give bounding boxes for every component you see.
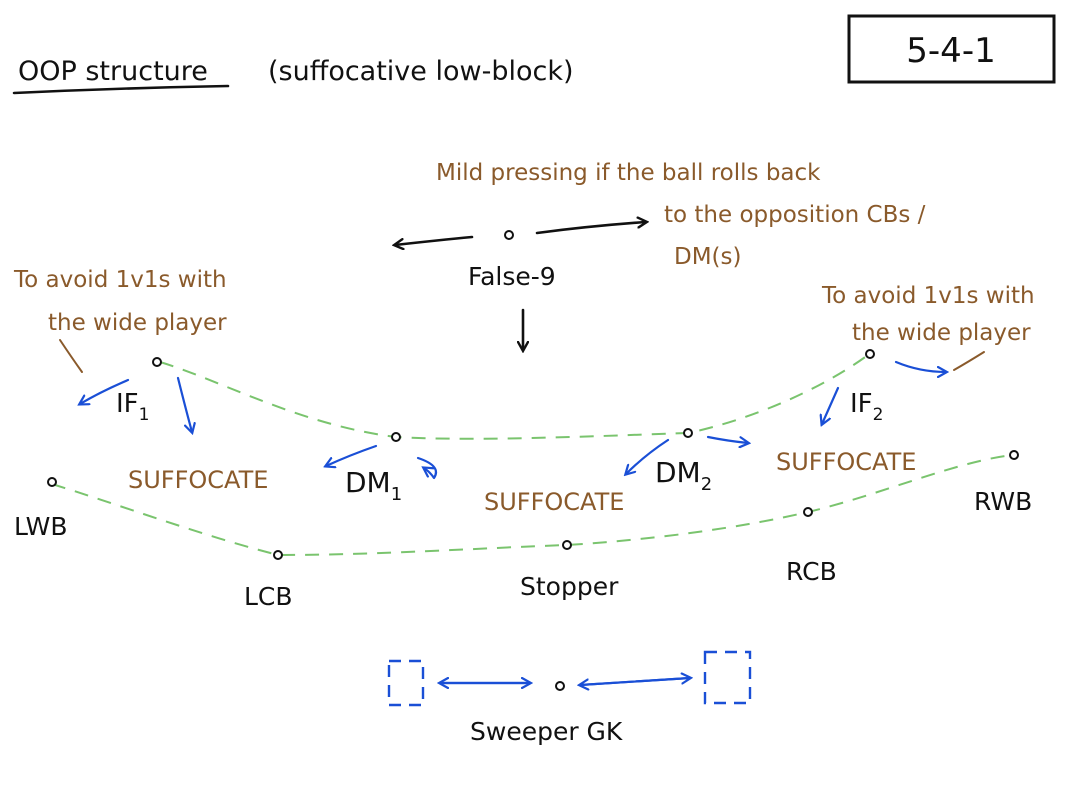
lwb-label: LWB <box>14 512 68 541</box>
if1-wide-arrow <box>80 378 130 404</box>
rcb-marker <box>803 507 813 517</box>
left-avoid-note-line2: the wide player <box>48 310 227 336</box>
if1-subscript: 1 <box>139 405 150 425</box>
dm1-label: DM1 <box>345 466 402 505</box>
defensive-link-line <box>51 454 1015 557</box>
pressing-note-line1: Mild pressing if the ball rolls back <box>436 160 821 186</box>
formation-label: 5-4-1 <box>906 31 995 71</box>
gk-right-arrow-return <box>578 678 690 687</box>
stopper-label: Stopper <box>520 572 619 601</box>
lwb-marker <box>47 477 57 487</box>
left-note-pointer <box>59 339 83 373</box>
if1-marker <box>152 357 162 367</box>
formation-box <box>847 14 1056 84</box>
right-avoid-note-line1: To avoid 1v1s with <box>821 283 1035 309</box>
stopper-marker <box>562 540 572 550</box>
dm1-right-arrow <box>416 456 438 480</box>
dm1-subscript: 1 <box>391 484 402 505</box>
gk-marker <box>555 681 565 691</box>
diagram-subtitle: (suffocative low-block) <box>268 56 574 87</box>
rwb-label: RWB <box>974 487 1032 516</box>
right-note-pointer <box>953 351 985 371</box>
suffocate-left: SUFFOCATE <box>128 466 268 494</box>
right-post-zone <box>703 650 752 705</box>
dm2-marker <box>683 428 693 438</box>
midfield-link-line <box>159 354 869 440</box>
dm1-left-arrow <box>326 444 378 466</box>
if2-drop-arrow <box>822 386 840 424</box>
diagram-title: OOP structure <box>18 56 208 87</box>
dm2-subscript: 2 <box>701 474 712 495</box>
rcb-label: RCB <box>786 557 837 586</box>
dm2-name: DM <box>655 456 701 489</box>
dm2-label: DM2 <box>655 456 712 495</box>
title-underline <box>12 84 230 95</box>
if2-wide-arrow <box>894 360 946 372</box>
if1-name: IF <box>116 389 139 419</box>
gk-label: Sweeper GK <box>470 717 623 746</box>
right-avoid-note-line2: the wide player <box>852 320 1031 346</box>
if2-name: IF <box>850 389 873 419</box>
suffocate-center: SUFFOCATE <box>484 488 624 516</box>
dm1-marker <box>391 432 401 442</box>
dm2-left-arrow <box>626 438 670 474</box>
lcb-marker <box>273 550 283 560</box>
suffocate-right: SUFFOCATE <box>776 448 916 476</box>
left-avoid-note-line1: To avoid 1v1s with <box>13 267 227 293</box>
if2-subscript: 2 <box>873 405 884 425</box>
if1-drop-arrow <box>176 376 192 432</box>
false9-label: False-9 <box>468 262 556 291</box>
dm1-name: DM <box>345 466 391 499</box>
false9-right-arrow <box>535 222 646 235</box>
false9-marker <box>504 230 514 240</box>
if2-marker <box>865 349 875 359</box>
if1-label: IF1 <box>116 389 149 425</box>
dm2-right-arrow <box>706 435 748 443</box>
pressing-note-line3: DM(s) <box>674 244 741 270</box>
pressing-note-line2: to the opposition CBs / <box>664 202 926 228</box>
left-post-zone <box>387 659 425 707</box>
false9-left-arrow <box>395 235 474 245</box>
if2-label: IF2 <box>850 389 883 425</box>
rwb-marker <box>1009 450 1019 460</box>
lcb-label: LCB <box>244 582 293 611</box>
